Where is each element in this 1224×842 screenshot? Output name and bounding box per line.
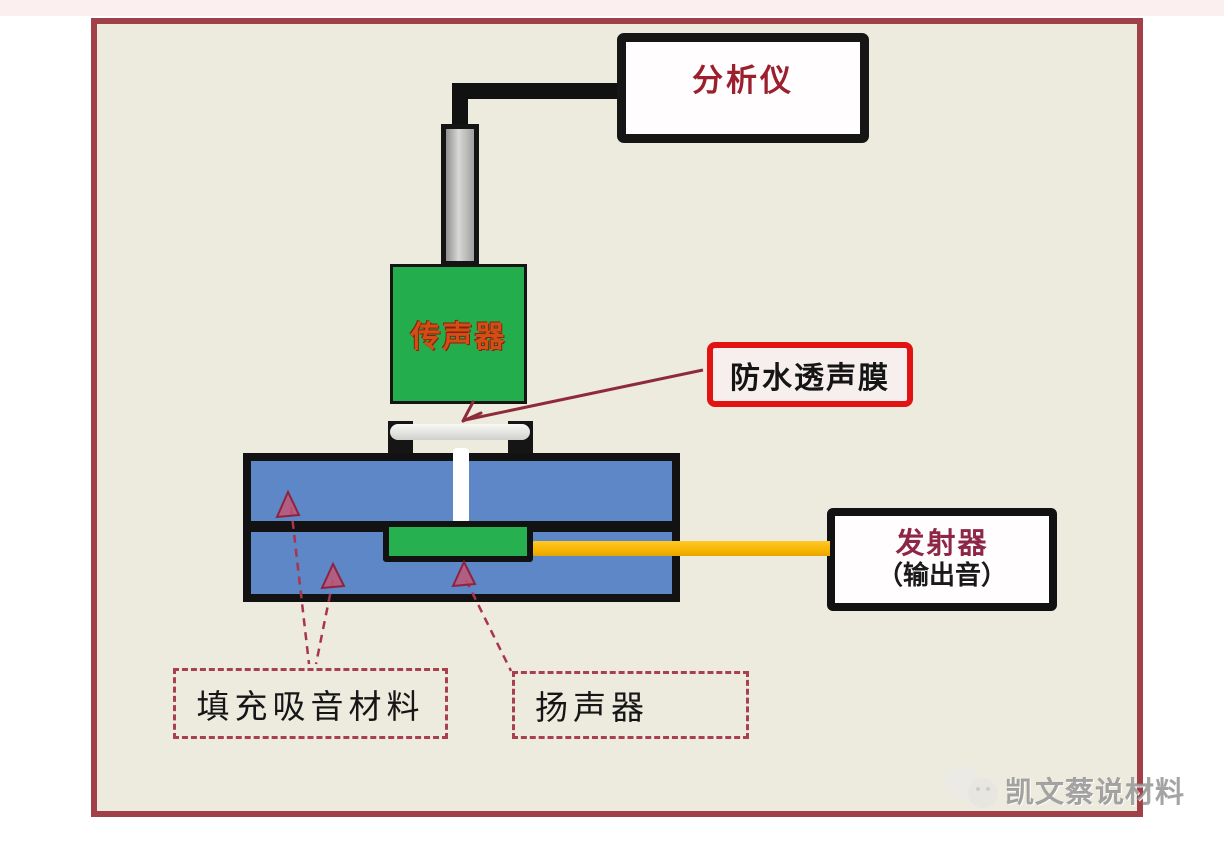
- analyzer-label: 分析仪: [692, 62, 794, 98]
- sound-channel-slot: [453, 448, 469, 524]
- microphone-box: 传声器: [390, 264, 527, 404]
- speaker-block: [383, 521, 533, 562]
- microphone-rod: [441, 124, 479, 266]
- watermark-text: 凯文蔡说材料: [1005, 777, 1186, 809]
- speaker-cable: [528, 541, 830, 556]
- transmitter-sublabel: （输出音）: [876, 560, 1007, 591]
- membrane-label: 防水透声膜: [730, 361, 890, 395]
- transmitter-label: 发射器: [895, 527, 989, 560]
- analyzer-cable-horizontal: [455, 83, 625, 99]
- membrane-label-box: 防水透声膜: [707, 342, 913, 407]
- watermark-logo-icon: [945, 765, 1002, 808]
- microphone-label: 传声器: [410, 321, 507, 354]
- speaker-label: 扬声器: [535, 691, 649, 727]
- waterproof-membrane: [390, 424, 530, 440]
- analyzer-box: 分析仪: [617, 33, 869, 143]
- absorber-label: 填充吸音材料: [196, 689, 425, 726]
- absorber-label-box: 填充吸音材料: [173, 668, 448, 739]
- transmitter-box: 发射器 （输出音）: [827, 508, 1057, 611]
- speaker-label-box: 扬声器: [512, 671, 749, 739]
- analyzer-cable-vertical: [452, 83, 468, 131]
- top-margin-strip: [0, 0, 1224, 16]
